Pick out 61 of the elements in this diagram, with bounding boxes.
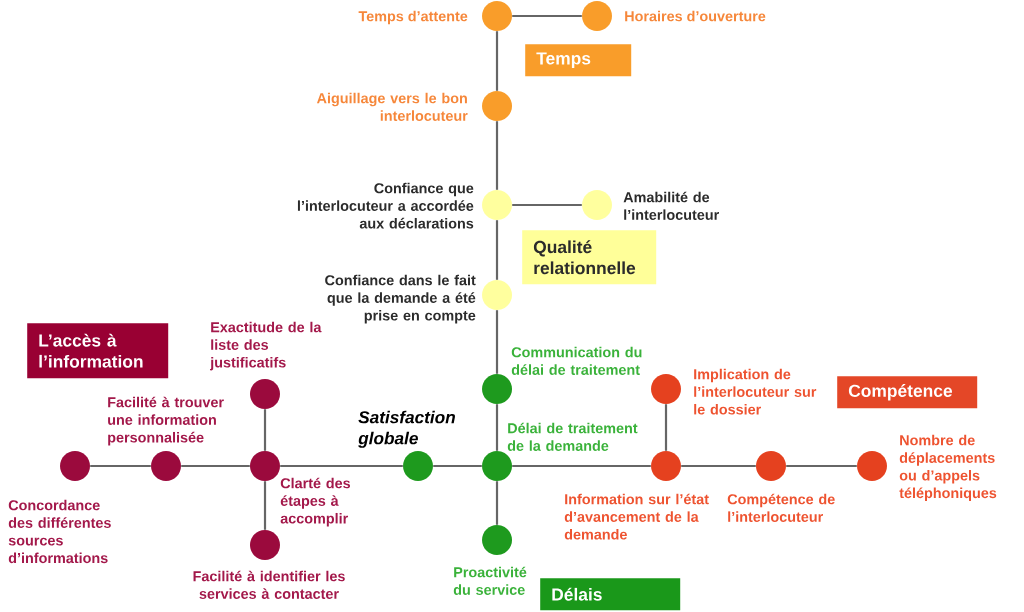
node-label: Clarté des étapes à accomplir	[280, 477, 351, 527]
node-label: Proactivité du service	[453, 566, 527, 595]
node-label: Compétence de l’interlocuteur	[727, 493, 835, 522]
circle-node	[60, 451, 90, 481]
node-label: Communication du délai de traitement	[511, 346, 642, 375]
category-box: Temps	[525, 44, 632, 77]
category-box: Compétence	[837, 376, 978, 409]
circle-node	[403, 451, 433, 481]
circle-node	[582, 1, 612, 31]
connector-line	[495, 481, 499, 525]
circle-node	[482, 1, 512, 31]
connector-line	[90, 464, 151, 468]
circle-node	[250, 451, 280, 481]
connector-line	[263, 409, 267, 451]
connector-line	[512, 464, 651, 468]
circle-node	[250, 379, 280, 409]
circle-node	[482, 451, 512, 481]
category-box: Délais	[540, 578, 681, 611]
circle-node	[151, 451, 181, 481]
node-label: Confiance dans le fait que la demande a été prise en compte	[325, 274, 476, 324]
node-label: Amabilité de l’interlocuteur	[623, 191, 719, 220]
connector-line	[495, 220, 499, 280]
node-label: Concordance des différentes sources d’informations	[8, 499, 111, 564]
node-label: Temps d’attente	[358, 10, 468, 25]
circle-node	[651, 451, 681, 481]
connector-line	[495, 404, 499, 451]
connector-line	[495, 310, 499, 374]
connector-line	[495, 31, 499, 91]
connector-line	[512, 14, 582, 18]
node-label: Satisfaction globale	[358, 410, 455, 448]
connector-line	[181, 464, 250, 468]
node-label: Horaires d’ouverture	[625, 10, 766, 22]
node-label: Confiance que l’interlocuteur a accordée aux déclarations	[297, 182, 474, 229]
connector-line	[495, 121, 499, 190]
circle-node	[482, 525, 512, 555]
circle-node	[857, 451, 887, 481]
circle-node	[482, 280, 512, 310]
circle-node	[756, 451, 786, 481]
node-label: Information sur l’état d’avancement de la demande	[564, 493, 709, 540]
node-label: Facilité à identifier les services à contacter	[193, 570, 345, 599]
connector-line	[786, 464, 857, 468]
node-label: Délai de traitement de la demande	[507, 422, 638, 451]
connector-line	[664, 404, 668, 451]
connector-line	[280, 464, 403, 468]
circle-node	[582, 190, 612, 220]
connector-line	[512, 203, 582, 207]
node-label: Implication de l’interlocuteur sur le dossier	[694, 368, 817, 415]
connector-line	[433, 464, 482, 468]
circle-node	[651, 374, 681, 404]
circle-node	[250, 530, 280, 560]
circle-node	[482, 374, 512, 404]
node-label: Facilité à trouver une information personnalisée	[108, 396, 224, 446]
connector-line	[681, 464, 756, 468]
node-label: Aiguillage vers le bon interlocuteur	[316, 92, 468, 121]
connector-line	[263, 481, 267, 530]
node-label: Nombre de déplacements ou d’appels téléphoniques	[899, 434, 997, 501]
category-box: Qualité relationnelle	[522, 230, 657, 285]
category-box: L’accès à l’information	[27, 323, 169, 379]
circle-node	[482, 190, 512, 220]
circle-node	[482, 91, 512, 121]
node-label: Exactitude de la liste des justificatifs	[210, 321, 322, 371]
